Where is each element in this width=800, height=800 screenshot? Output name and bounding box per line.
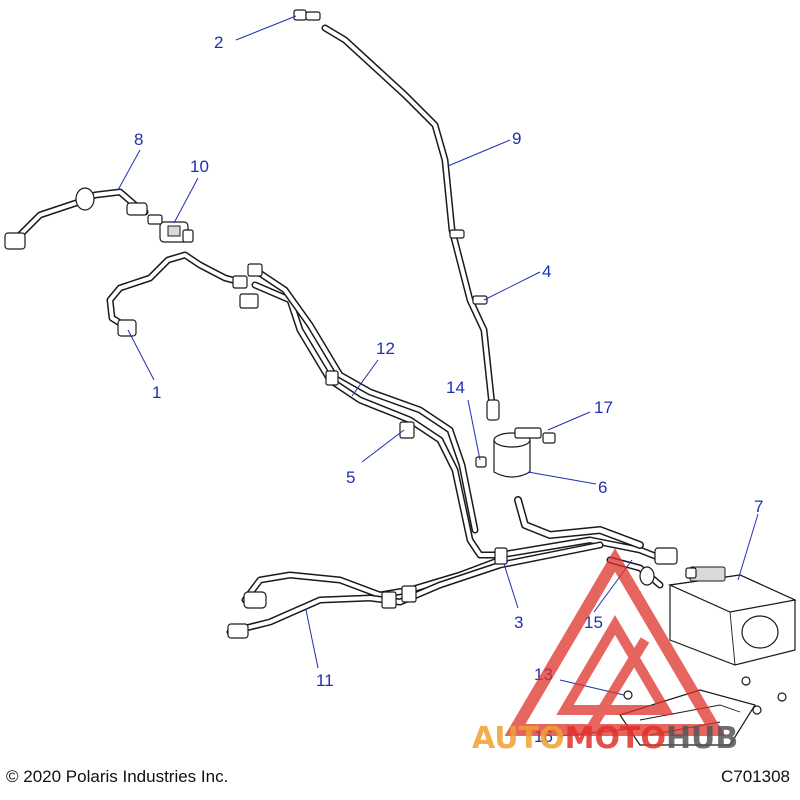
callout-14: 14 [446,378,465,397]
part-6-filter [493,427,644,549]
callout-2: 2 [214,33,223,52]
callout-8: 8 [134,130,143,149]
callout-5: 5 [346,468,355,487]
part-16-bracket [619,689,756,746]
part-15-hose [606,556,664,589]
callout-15: 15 [584,613,603,632]
part-8-hose [4,187,149,250]
callout-7: 7 [754,497,763,516]
callout-12: 12 [376,339,395,358]
copyright-notice: © 2020 Polaris Industries Inc. [6,767,229,786]
callout-numbers: 2 9 8 10 4 1 12 5 14 17 6 7 3 15 11 13 1… [134,33,763,746]
callout-10: 10 [190,157,209,176]
part-4-clip [449,229,488,305]
part-17-nut [542,432,556,444]
drawing-code: C701308 [720,767,790,786]
callout-13: 13 [534,665,553,684]
part-10-valve [147,214,194,243]
part-7-evap-canister [654,547,797,666]
callout-4: 4 [542,262,551,281]
part-14-fastener [475,456,487,468]
callout-17: 17 [594,398,613,417]
callout-16: 16 [534,727,553,746]
part-1-hose [106,251,248,337]
callout-6: 6 [598,478,607,497]
callout-11: 11 [316,671,334,690]
part-3-clip [494,547,508,565]
callout-3: 3 [514,613,523,632]
part-9-vent-tube [321,24,500,421]
callout-1: 1 [152,383,161,402]
part-5-clip [399,421,415,439]
callout-9: 9 [512,129,521,148]
part-12-tube-harness [239,263,669,564]
part-11-lower-tubes [226,541,604,639]
part-2-fitting [293,9,321,21]
